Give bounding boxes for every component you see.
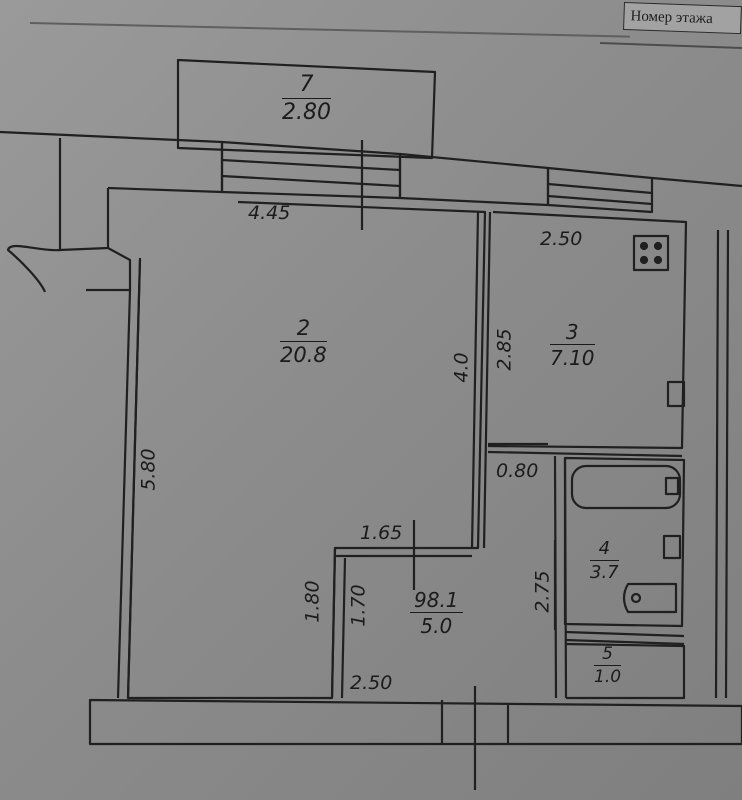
- bathroom-outline: [563, 456, 686, 628]
- stove-outline: [632, 234, 670, 272]
- window-kitchen: [546, 166, 654, 214]
- top-wall-middle: [398, 152, 550, 207]
- toilet: [622, 582, 678, 614]
- dim-corridor-step: 0.80: [496, 460, 539, 482]
- room-2-area: 20.8: [280, 343, 327, 367]
- dim-room3-length: 2.85: [493, 328, 516, 371]
- room-1-area: 5.0: [420, 614, 453, 638]
- dim-hall-bottom: 2.50: [350, 672, 393, 694]
- room-3-label: 3 7.10: [550, 322, 595, 368]
- bottom-door: [440, 700, 510, 744]
- dim-room2-length: 5.80: [137, 448, 160, 491]
- room-2-number: 2: [280, 318, 327, 342]
- hall-left-wall: [330, 547, 347, 699]
- room-5-area: 1.0: [594, 667, 622, 687]
- window-room2-panes: [221, 158, 401, 188]
- room-5-label: 5 1.0: [594, 646, 622, 687]
- room-7-label: 7 2.80: [282, 74, 331, 124]
- left-wall-break: [6, 244, 61, 293]
- toilet-room-wall: [564, 630, 685, 646]
- window-room2: [220, 140, 402, 200]
- top-wall-left: [0, 130, 224, 194]
- room-5-number: 5: [594, 646, 622, 666]
- left-wall-outer: [116, 289, 132, 699]
- room-4-area: 3.7: [590, 562, 619, 583]
- dim-hall-top: 1.65: [360, 522, 403, 544]
- room-4-number: 4: [590, 540, 619, 561]
- dim-hall-left-outer: 1.80: [301, 580, 324, 623]
- dim-hall-left-inner: 1.70: [347, 584, 370, 627]
- room-2-label: 2 20.8: [280, 318, 327, 366]
- room-3-area: 7.10: [550, 346, 595, 370]
- room-1-number: 98.1: [410, 590, 463, 613]
- window-kitchen-panes: [547, 182, 653, 206]
- dim-room2-inner: 4.0: [450, 352, 473, 383]
- dim-bath-length: 2.75: [531, 570, 554, 613]
- bathtub: [570, 464, 682, 510]
- room-1-label: 98.1 5.0: [410, 590, 463, 636]
- kitchen-bottom-wall: [487, 450, 683, 458]
- bathtub-tap: [664, 476, 680, 496]
- room-3-outline: [487, 210, 688, 450]
- room-3-number: 3: [550, 322, 595, 345]
- kitchen-sink: [666, 380, 686, 408]
- dim-room2-width: 4.45: [248, 202, 291, 224]
- left-wall-stub: [58, 138, 110, 252]
- left-wall-return: [86, 247, 132, 292]
- right-boundary-wall: [714, 229, 730, 699]
- bottom-wall: [88, 698, 742, 746]
- room-2-right-wall: [470, 211, 480, 549]
- room-5-outline: [564, 642, 686, 700]
- dim-room3-width: 2.50: [540, 228, 583, 250]
- room-4-label: 4 3.7: [590, 540, 619, 582]
- top-wall-right: [651, 176, 742, 188]
- kitchen-left-wall: [482, 211, 492, 549]
- bathroom-sink: [662, 534, 682, 560]
- room-7-number: 7: [282, 74, 331, 99]
- room-7-area: 2.80: [282, 100, 331, 125]
